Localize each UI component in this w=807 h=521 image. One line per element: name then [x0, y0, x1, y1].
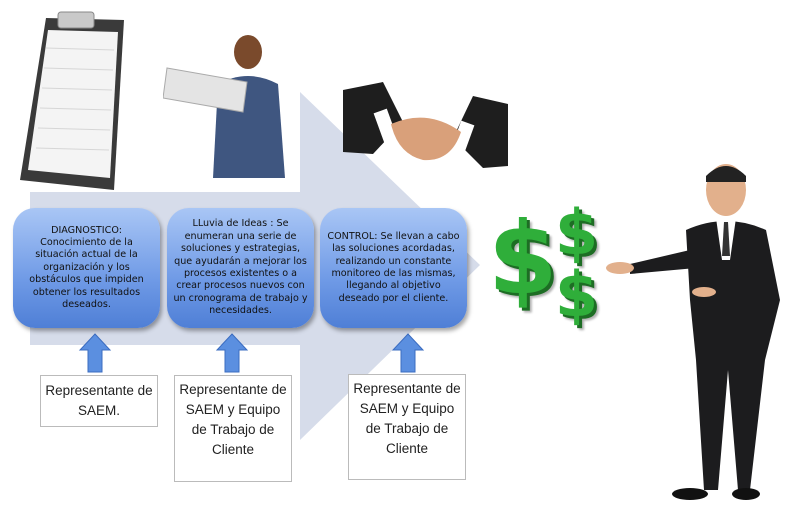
dollar-icon: $ [488, 200, 558, 317]
up-arrow-icon [78, 333, 425, 373]
stage-box-diagnostico: DIAGNOSTICO: Conocimiento de la situació… [13, 208, 160, 328]
handshake-image [343, 82, 508, 168]
clipboard-icon [20, 11, 124, 190]
responsible-label-2: Representante de SAEM y Equipo de Trabaj… [174, 375, 292, 482]
dollar-icon: $ [555, 258, 599, 331]
man-with-sign-image [163, 35, 285, 178]
stage-box-control: CONTROL: Se llevan a cabo las soluciones… [320, 208, 467, 328]
dollar-icon: $ [555, 196, 599, 269]
businessman-image [606, 164, 780, 500]
responsible-label-1: Representante de SAEM. [40, 375, 158, 427]
stage-box-lluvia-de-ideas: LLuvia de Ideas : Se enumeran una serie … [167, 208, 314, 328]
responsible-label-3: Representante de SAEM y Equipo de Trabaj… [348, 374, 466, 480]
